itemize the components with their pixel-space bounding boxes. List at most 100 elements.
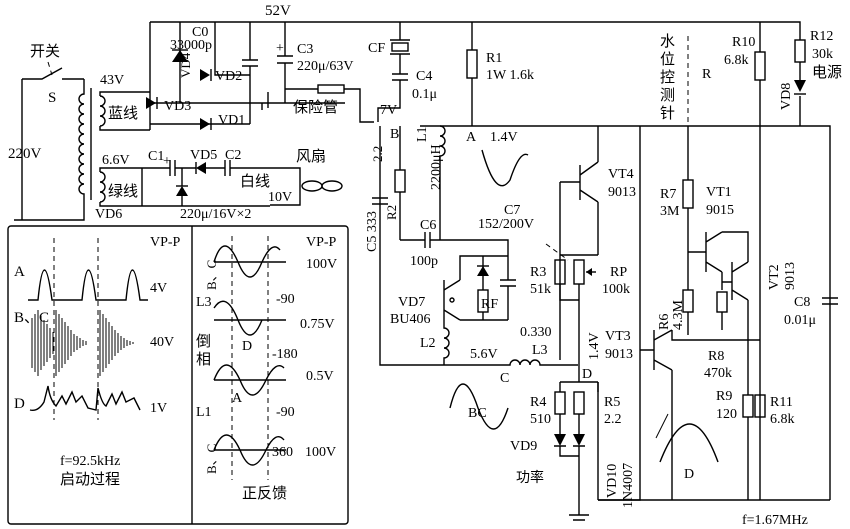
r6-value: 4.3M [671, 300, 686, 331]
water-probe-char-5: 针 [660, 105, 675, 122]
ground-bus [250, 92, 345, 110]
c0-value: 33000p [170, 38, 212, 53]
bridge-left-rail [149, 21, 400, 130]
white-wire-label: 白线 [240, 173, 270, 190]
vt2-name: VT2 [767, 264, 782, 290]
r1-resistor [466, 49, 478, 79]
d-wave [659, 423, 719, 463]
c3-name: C3 [297, 42, 313, 57]
r4-r5-top [559, 370, 599, 392]
vd4-diode [172, 50, 188, 62]
r9-value: 120 [716, 407, 737, 422]
feedback-l1: L1 [196, 405, 212, 420]
rp-name: RP [610, 265, 627, 280]
vd5-label: VD5 [190, 148, 217, 163]
vd6-label: VD6 [95, 207, 122, 222]
water-probe-char-3: 控 [660, 69, 675, 86]
vd3-diode [146, 97, 156, 109]
vt4-name: VT4 [608, 167, 634, 182]
vd4-label: VD4 [178, 52, 193, 78]
r10-resistor [754, 51, 766, 81]
feedback-row3-vpp: 0.5V [306, 369, 334, 384]
switch-label: 开关 [30, 43, 60, 60]
vd8-led [794, 80, 806, 92]
power-source-label: 电源 [812, 64, 842, 81]
waveform-panel-border [7, 225, 349, 525]
fuse-label: 保险管 [293, 99, 338, 116]
secondary-66v-winding [99, 171, 106, 203]
feedback-row1-vpp: 100V [306, 257, 337, 272]
startup-d-wave [29, 385, 141, 412]
vd10-name: VD10 [605, 464, 620, 498]
feedback-row2-vpp: 0.75V [300, 317, 335, 332]
bc-label: BC [468, 406, 487, 421]
fan-blade-left [301, 180, 323, 192]
a-node: A [466, 130, 477, 145]
c7-name: C7 [504, 203, 520, 218]
vd2-label: VD2 [215, 69, 242, 84]
v7-label: 7V [380, 103, 397, 118]
feedback-l3: L3 [196, 295, 212, 310]
feedback-wave-3 [213, 364, 286, 396]
vd7-transistor [443, 255, 508, 321]
v14-label: 1.4V [587, 332, 602, 360]
d-wave-arrow [655, 413, 669, 439]
cf-label: CF [368, 41, 385, 56]
r9-resistor [742, 394, 754, 418]
c5-label: C5 333 [365, 211, 380, 252]
vt2-value: 9013 [783, 262, 798, 290]
c0-capacitor [242, 22, 258, 124]
fan-label: 风扇 [296, 148, 326, 165]
bu406-label: BU406 [390, 312, 430, 327]
r7-name: R7 [660, 187, 676, 202]
v66-label: 6.6V [102, 153, 130, 168]
r12-name: R12 [810, 29, 833, 44]
vd7-label: VD7 [398, 295, 425, 310]
c3-capacitor [277, 22, 293, 103]
c2-capacitor [181, 160, 290, 186]
water-probe-char-4: 测 [660, 87, 675, 104]
r3-rp-top [560, 225, 599, 256]
green-wire-label: 绿线 [108, 183, 138, 200]
vt3-value: 9013 [605, 347, 633, 362]
feedback-row4-vpp: 100V [305, 445, 336, 460]
vd6-diode [176, 186, 188, 196]
l2-inductor [443, 320, 450, 365]
vt2-transistor [722, 261, 749, 330]
l3-inductor [444, 359, 578, 366]
c-node: C [500, 371, 509, 386]
c1-plus: + [163, 154, 171, 169]
c5-capacitor [372, 197, 388, 205]
feedback-caption: 正反馈 [242, 485, 287, 502]
c6-name: C6 [420, 218, 436, 233]
main-frequency: f=1.67MHz [742, 513, 808, 528]
feedback-row3-label: A [232, 391, 243, 406]
damper-diode [477, 266, 489, 276]
c8-capacitor [822, 297, 838, 305]
rp-pot [573, 259, 585, 285]
a-node-voltage: 1.4V [490, 130, 518, 145]
v56-label: 5.6V [470, 347, 498, 362]
feedback-wave-2 [213, 300, 286, 336]
c8-value: 0.01μ [784, 313, 816, 328]
vt4-value: 9013 [608, 185, 636, 200]
power-led-label: 功率 [516, 469, 544, 486]
r2-name: R2 [384, 205, 399, 220]
r5-resistor [573, 391, 585, 415]
vd9-led-2 [573, 434, 585, 446]
feedback-vpp: VP-P [306, 235, 337, 250]
c8-name: C8 [794, 295, 810, 310]
r1-name: R1 [486, 51, 502, 66]
v10-label: 10V [268, 190, 292, 205]
r4-resistor [554, 391, 566, 415]
startup-freq: f=92.5kHz [60, 454, 120, 469]
c7-capacitor [448, 239, 516, 320]
r11-resistor [754, 394, 766, 418]
secondary-66v-leads [99, 167, 270, 207]
l2-label: L2 [420, 336, 436, 351]
cf-body [391, 42, 409, 52]
left-wire [377, 100, 444, 366]
d-node: D [582, 367, 592, 382]
startup-vpp: VP-P [150, 235, 181, 250]
water-probe-char-2: 位 [660, 51, 675, 68]
